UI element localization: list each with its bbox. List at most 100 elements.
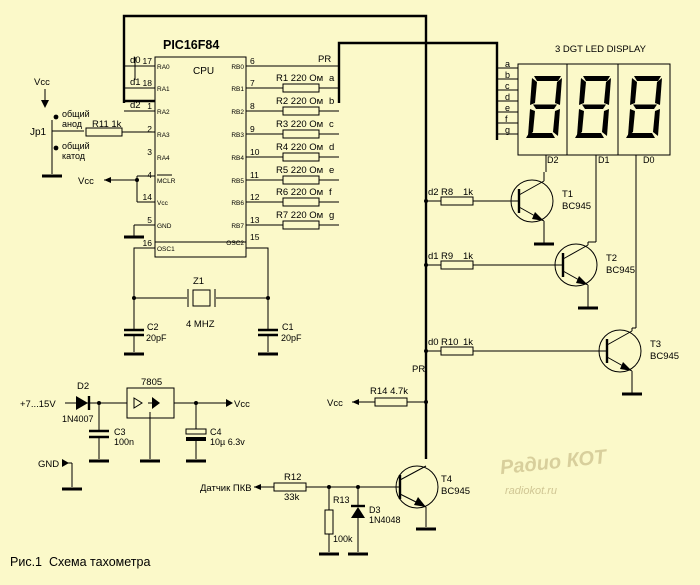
pin-name-osc1: OSC1	[157, 246, 175, 253]
pin-num-6: 6	[250, 56, 255, 66]
resistor-r9	[440, 260, 474, 270]
segment-c	[553, 109, 560, 136]
resistor-r6	[282, 197, 320, 207]
segment-c	[653, 109, 660, 136]
c3-ref: C3	[114, 427, 126, 437]
transistor-ref: T1	[562, 189, 573, 200]
digit-d0	[626, 76, 662, 138]
pin-num-5: 5	[147, 215, 152, 225]
sensor-label: Датчик ПКВ	[200, 483, 252, 494]
pin-name-ra3: RA3	[157, 132, 170, 139]
power-supply: +7...15V D2 1N4007 7805 Vcc C3 100n C4	[20, 377, 250, 491]
pin-name-ra2: RA2	[157, 109, 170, 116]
digit-d2	[526, 76, 562, 138]
c3-value: 100n	[114, 437, 134, 447]
segment-a	[634, 76, 661, 81]
r11-label: R11 1k	[92, 119, 122, 130]
c1-value: 20pF	[281, 333, 302, 343]
crystal-ref: Z1	[193, 276, 204, 287]
pin-num-18: 18	[143, 78, 153, 88]
pin-name-ra4: RA4	[157, 155, 170, 162]
mclr-vcc: Vcc	[78, 175, 155, 239]
resistor-r10	[440, 346, 474, 356]
digit-d1	[575, 76, 611, 138]
segment-net-c: c	[329, 119, 334, 130]
segment-a	[583, 76, 610, 81]
figure-caption: Рис.1 Схема тахометра	[10, 555, 150, 569]
segment-net-g: g	[329, 210, 334, 221]
display-pin-c: c	[505, 81, 510, 91]
resistor-r6-label: R6 220 Ом	[276, 187, 323, 198]
segment-g	[533, 104, 557, 109]
driver-res-ref: R8	[441, 187, 453, 198]
oscillator: Z1 4 MHZ C2 20pF C1 20pF	[124, 247, 302, 356]
display-pin-a: a	[505, 59, 510, 69]
sensor-input: R14 4.7k Vcc Датчик ПКВ R12 33k R13 100k…	[200, 386, 470, 556]
driver-net-d2: d2	[428, 187, 439, 198]
segment-e	[528, 109, 535, 136]
display-pin-g: g	[505, 125, 510, 135]
crystal-value: 4 MHZ	[186, 319, 215, 330]
transistor-ref: T2	[606, 253, 617, 264]
display-pin-b: b	[505, 70, 510, 80]
resistor-r5	[282, 175, 320, 185]
pin-num-1: 1	[147, 101, 152, 111]
net-label-d2: d2	[130, 100, 141, 111]
digit-label-d1: D1	[598, 155, 610, 165]
c2-ref: C2	[147, 322, 159, 332]
segment-net-a: a	[329, 73, 335, 84]
pin-num-9: 9	[250, 124, 255, 134]
pin-name-rb0: RB0	[231, 64, 244, 71]
rb0-net-label: PR	[318, 54, 331, 65]
segment-f	[530, 78, 537, 105]
t4-model: BC945	[441, 486, 470, 497]
resistor-r4-label: R4 220 Ом	[276, 142, 323, 153]
mcu: PIC16F84 CPU RA017d0RA118d1RA21d2RA32RA4…	[124, 38, 260, 258]
pin-num-4: 4	[147, 170, 152, 180]
pin-num-3: 3	[147, 147, 152, 157]
pin-name-rb5: RB5	[231, 178, 244, 185]
segment-d	[526, 133, 555, 138]
pin-name-ra1: RA1	[157, 86, 170, 93]
resistor-r7-label: R7 220 Ом	[276, 210, 323, 221]
digit-label-d0: D0	[643, 155, 655, 165]
mcu-left-pins: RA017d0RA118d1RA21d2RA32RA43MCLR4Vcc14GN…	[124, 55, 176, 253]
segment-net-b: b	[329, 96, 334, 107]
pin-num-2: 2	[147, 124, 152, 134]
pin-num-12: 12	[250, 192, 260, 202]
r13-ref: R13	[333, 495, 350, 505]
segment-net-f: f	[329, 187, 332, 198]
pin-name-rb2: RB2	[231, 109, 244, 116]
transistor-model: BC945	[606, 265, 635, 276]
driver-res-value: 1k	[463, 187, 473, 198]
r14-vcc: Vcc	[327, 398, 343, 409]
d3-model: 1N4048	[369, 515, 401, 525]
mclr-vcc-label: Vcc	[78, 176, 94, 187]
pin-name-osc2: OSC2	[226, 240, 244, 247]
segment-a	[534, 76, 561, 81]
segment-e	[628, 109, 635, 136]
r12-ref: R12	[284, 472, 301, 483]
segment-g	[633, 104, 657, 109]
c1-ref: C1	[282, 322, 294, 332]
transistor-body	[510, 179, 554, 223]
radiokot-watermark: Радио КОТ radiokot.ru	[499, 446, 609, 497]
transistor-model: BC945	[562, 201, 591, 212]
driver-res-value: 1k	[463, 251, 473, 262]
pin-name-mclr: MCLR	[157, 178, 176, 185]
segment-e	[577, 109, 584, 136]
driver-net-d0: d0	[428, 337, 439, 348]
segment-f	[630, 78, 637, 105]
transistor-body	[554, 243, 598, 287]
c4-ref: C4	[210, 427, 222, 437]
display-pin-d: d	[505, 92, 510, 102]
vcc-out: Vcc	[234, 399, 250, 410]
